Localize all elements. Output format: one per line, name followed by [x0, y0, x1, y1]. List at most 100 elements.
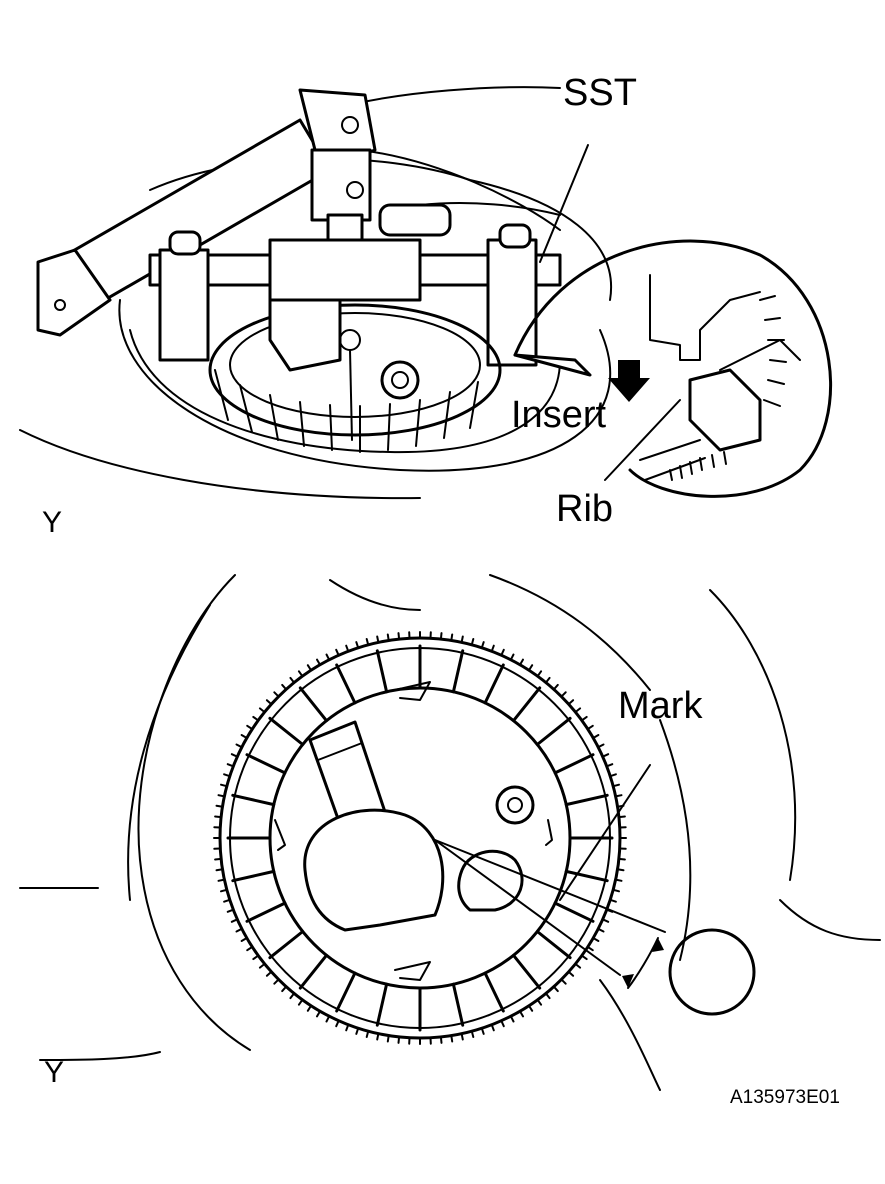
rib-segment: [485, 665, 503, 703]
ring-tooth: [253, 956, 258, 960]
rib-segment: [300, 955, 326, 988]
ring-tooth: [511, 1016, 514, 1021]
ring-tooth: [561, 692, 565, 696]
alignment-line-2: [435, 840, 620, 975]
ring-tooth: [237, 745, 242, 748]
rib-segment: [270, 932, 303, 958]
ring-tooth: [441, 633, 442, 639]
rib-segment: [233, 795, 274, 804]
ring-tooth: [462, 637, 463, 643]
figure-id: A135973E01: [730, 1088, 840, 1107]
ring-tooth: [546, 678, 550, 683]
ring-tooth: [520, 660, 523, 665]
ring-tooth: [237, 929, 242, 932]
ring-tooth: [582, 956, 587, 960]
ring-tooth: [451, 1036, 452, 1042]
ring-tooth: [282, 987, 286, 992]
ring-tooth: [336, 650, 339, 656]
ring-tooth: [511, 655, 514, 660]
rib-label: Rib: [556, 490, 613, 528]
ring-tooth: [546, 993, 550, 998]
rib-segment: [453, 984, 462, 1025]
ring-tooth: [217, 806, 223, 807]
top-figure-fuel-tank-lock-ring-tool: [20, 87, 831, 498]
ring-tooth: [399, 633, 400, 639]
view-y-label-bottom: Y: [44, 1058, 64, 1088]
ring-tooth: [582, 717, 587, 721]
ring-tooth: [217, 869, 223, 870]
ring-tooth: [593, 938, 598, 941]
ring-tooth: [260, 708, 265, 712]
ring-tooth: [588, 726, 593, 729]
ring-tooth: [267, 700, 272, 704]
ring-tooth: [317, 1011, 320, 1016]
ring-tooth: [593, 735, 598, 738]
rib-segment: [566, 795, 607, 804]
ring-tooth: [215, 859, 221, 860]
ring-tooth: [274, 979, 278, 983]
ring-tooth: [451, 635, 452, 641]
ring-tooth: [282, 685, 286, 690]
ring-tooth: [520, 1011, 523, 1016]
ring-tooth: [327, 655, 330, 660]
ring-tooth: [616, 880, 622, 881]
ring-tooth: [247, 947, 252, 950]
rib-segment: [377, 651, 386, 692]
bottom-figure-lock-ring-alignment: [20, 575, 880, 1090]
ring-tooth: [554, 685, 558, 690]
ring-tooth: [327, 1016, 330, 1021]
ring-tooth: [529, 1006, 532, 1011]
pump-internals: [275, 682, 552, 980]
rib-segment: [233, 871, 274, 880]
rib-segment: [377, 984, 386, 1025]
ring-tooth: [377, 1034, 378, 1040]
rib-segment: [514, 688, 540, 721]
ring-tooth: [388, 635, 389, 641]
ring-tooth: [219, 880, 225, 881]
ring-tooth: [561, 979, 565, 983]
ring-tooth: [267, 972, 272, 976]
rib-segment: [247, 755, 285, 773]
view-y-label-top: Y: [42, 508, 62, 538]
ring-tooth: [336, 1021, 339, 1026]
ring-tooth: [290, 678, 294, 683]
ring-tooth: [598, 929, 603, 932]
ring-tooth: [619, 817, 625, 818]
rib-segment: [453, 651, 462, 692]
rib-segment: [337, 665, 355, 703]
ring-tooth: [399, 1037, 400, 1043]
ring-tooth: [317, 660, 320, 665]
ring-tooth: [603, 919, 609, 922]
ring-tooth: [538, 1000, 542, 1005]
ring-tooth: [388, 1036, 389, 1042]
ring-tooth: [290, 993, 294, 998]
rib-segment: [566, 871, 607, 880]
ring-tooth: [603, 754, 609, 757]
ring-tooth: [260, 964, 265, 968]
ring-tooth: [501, 650, 504, 656]
pump-lock-ring: [210, 300, 500, 452]
rib-segment: [514, 955, 540, 988]
ring-tooth: [232, 919, 238, 922]
rib-segment: [247, 903, 285, 921]
ring-tooth: [377, 637, 378, 643]
ring-tooth: [575, 708, 580, 712]
ring-tooth: [588, 947, 593, 950]
rib-segment: [555, 903, 593, 921]
sst-label: SST: [563, 74, 637, 112]
sst-leader: [540, 145, 588, 262]
ring-tooth: [232, 754, 238, 757]
ring-tooth: [299, 1000, 303, 1005]
ring-tooth: [308, 665, 311, 670]
ring-tooth: [501, 1021, 504, 1026]
tank-contour: [138, 575, 250, 1050]
rib-detail-inset: [515, 241, 831, 496]
ring-tooth: [554, 987, 558, 992]
rib-segment: [485, 973, 503, 1011]
insert-label: Insert: [511, 396, 606, 434]
reference-circle: [670, 930, 754, 1014]
ring-tooth: [619, 859, 625, 860]
rib-segment: [537, 718, 570, 744]
ring-tooth: [616, 795, 622, 796]
